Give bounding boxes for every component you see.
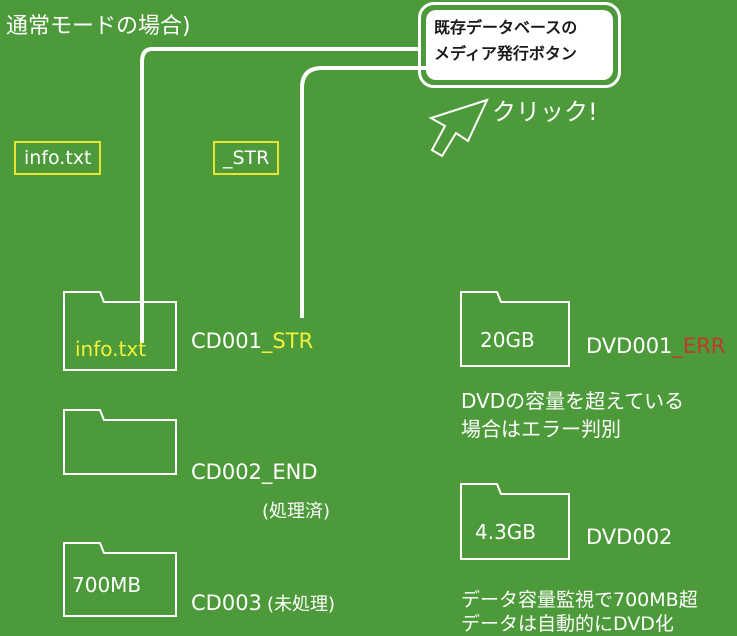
folder-cd003-icon — [63, 542, 177, 617]
note-monitor-line1: データ容量監視で700MB超 — [461, 589, 698, 611]
callout-line-1: 既存データベースの — [434, 18, 578, 37]
folder-dvd001-name: DVD001_ERR — [586, 334, 725, 358]
folder-cd001-icon — [63, 291, 177, 371]
folder-cd003-content: 700MB — [72, 573, 142, 597]
folder-dvd001-content: 20GB — [480, 328, 535, 352]
folder-dvd002-icon — [460, 483, 570, 560]
cursor-arrow-icon — [428, 98, 489, 158]
click-label: クリック! — [492, 98, 598, 126]
folder-cd002-name: CD002_END — [191, 460, 318, 484]
info-tag: info.txt — [14, 141, 102, 175]
folder-dvd002-content: 4.3GB — [475, 520, 537, 544]
folder-cd003-name: CD003 — [191, 591, 262, 615]
note-dvd-error-line1: DVDの容量を超えている — [461, 389, 685, 413]
folder-cd001-name-suffix: _STR — [261, 329, 314, 353]
note-dvd-error-line2: 場合はエラー判別 — [461, 417, 621, 441]
folder-cd002-icon — [63, 409, 177, 475]
callout-line-2: メディア発行ボタン — [434, 44, 577, 63]
connector-str — [300, 66, 430, 318]
str-tag: _STR — [213, 141, 280, 175]
folder-dvd001-name-suffix: _ERR — [672, 334, 726, 358]
folder-cd001-name-prefix: CD001 — [191, 329, 262, 353]
folder-cd003-name-row: CD003 (未処理) — [191, 590, 335, 616]
folder-cd001-content: info.txt — [75, 337, 147, 361]
folder-cd001-name: CD001_STR — [191, 329, 313, 353]
folder-dvd001-name-prefix: DVD001 — [586, 334, 673, 358]
callout-button[interactable]: 既存データベースの メディア発行ボタン — [418, 2, 621, 88]
connector-info — [140, 47, 418, 343]
note-monitor-line2: データは自動的にDVD化 — [461, 613, 674, 635]
folder-cd003-note: (未処理) — [267, 594, 336, 615]
folder-cd002-note: (処理済) — [262, 501, 331, 522]
header-title: 通常モードの場合) — [6, 14, 191, 39]
folder-dvd001-icon — [460, 291, 570, 367]
folder-dvd002-name: DVD002 — [586, 525, 673, 549]
